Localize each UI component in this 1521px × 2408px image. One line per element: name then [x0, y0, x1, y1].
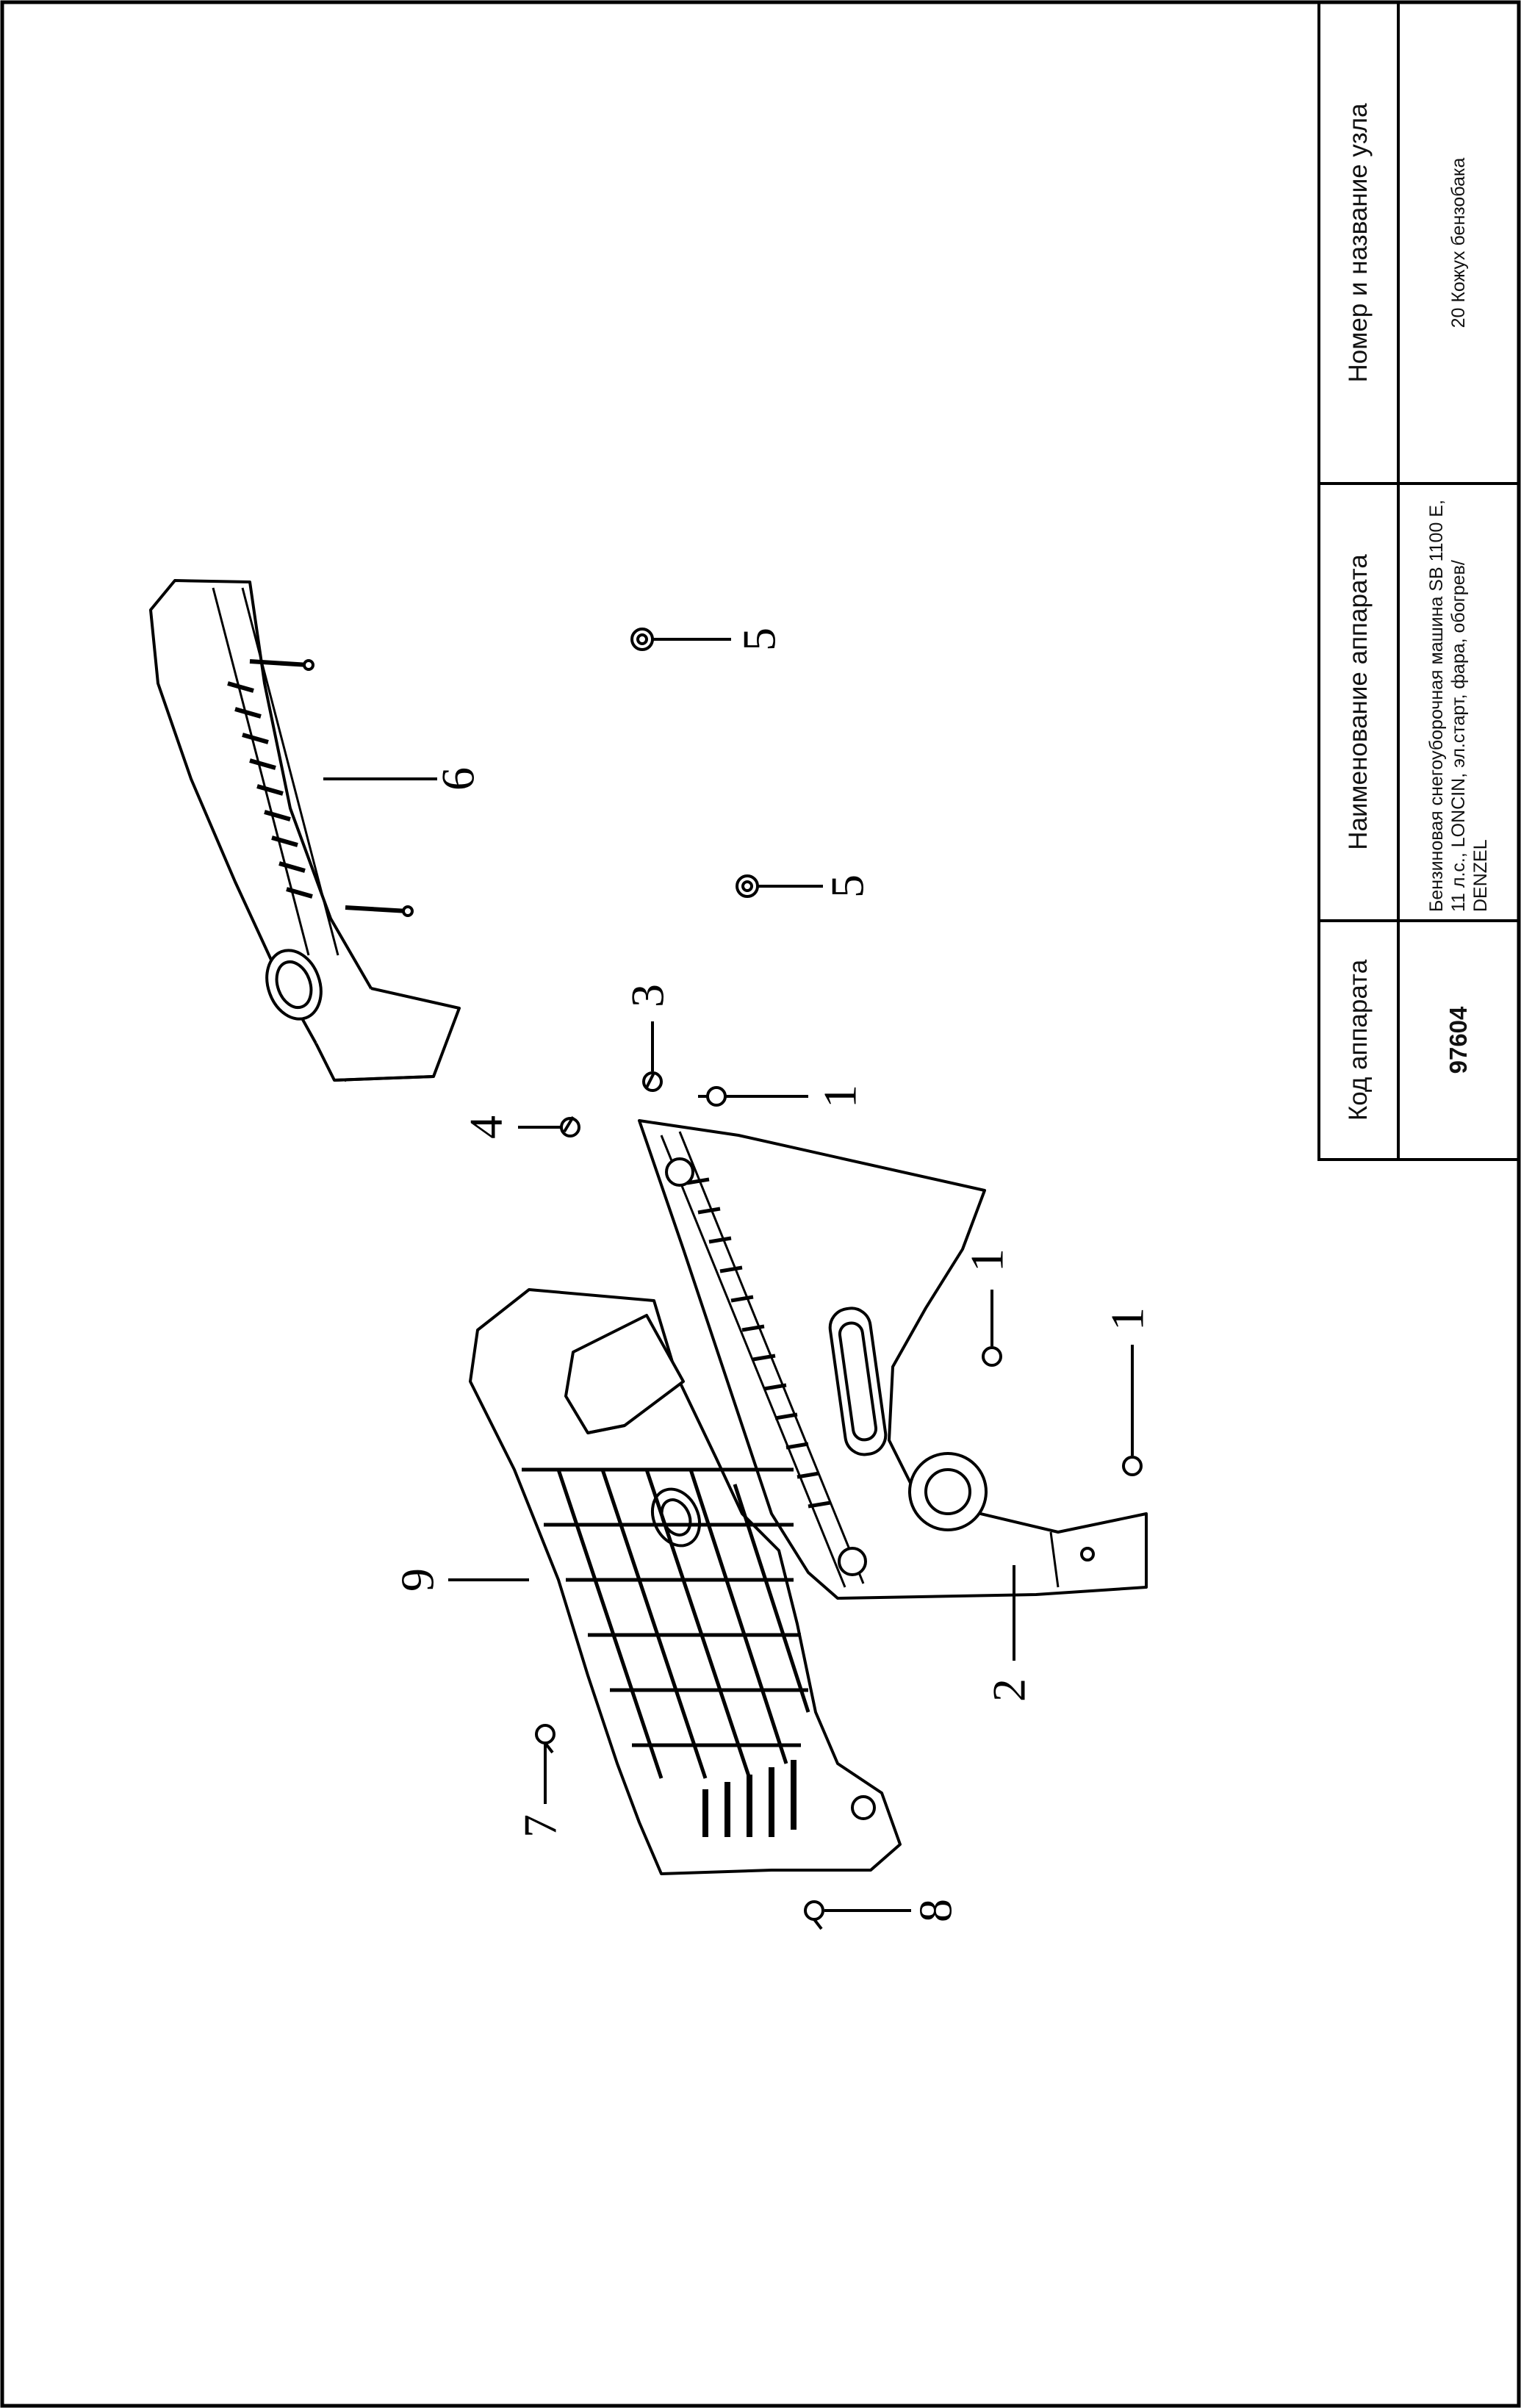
callout-label-1b: 1	[961, 1248, 1013, 1272]
bolt-1b	[982, 1346, 1002, 1367]
part-6-front-shroud	[149, 579, 461, 1082]
callout-label-2: 2	[983, 1678, 1035, 1702]
header-code: Код аппарата	[1344, 959, 1373, 1121]
screw-8	[804, 1900, 824, 1930]
part-9-tank-cover	[469, 1288, 902, 1875]
callout-label-3: 3	[622, 984, 674, 1007]
value-unit: 20 Кожух бензобака	[1448, 157, 1469, 328]
screw-7	[535, 1724, 555, 1754]
value-code: 97604	[1445, 1006, 1472, 1074]
callout-label-1a: 1	[814, 1085, 866, 1108]
callout-label-1c: 1	[1101, 1307, 1154, 1331]
callout-label-5a: 5	[733, 628, 785, 651]
bolt-3	[642, 1071, 663, 1092]
part-2-side-cover	[638, 1119, 1148, 1600]
bolt-1c	[1122, 1456, 1143, 1476]
callout-label-5b: 5	[821, 874, 874, 898]
callout-label-9: 9	[392, 1568, 444, 1592]
header-model: Наименование аппарата	[1344, 554, 1373, 850]
callout-label-4: 4	[460, 1115, 512, 1139]
header-unit: Номер и название узла	[1344, 103, 1373, 383]
nut-5a	[630, 628, 654, 651]
callout-label-8: 8	[910, 1899, 962, 1922]
info-table	[1317, 1, 1520, 1161]
value-model: Бензиновая снегоуборочная машина SB 1100…	[1426, 500, 1491, 912]
nut-5b	[736, 874, 759, 898]
bolt-4	[560, 1115, 580, 1137]
fasteners	[535, 628, 1143, 1930]
callout-label-7: 7	[514, 1814, 567, 1838]
callout-label-6: 6	[432, 767, 484, 791]
bolt-1a	[698, 1086, 727, 1107]
leader-lines	[323, 638, 1134, 1912]
